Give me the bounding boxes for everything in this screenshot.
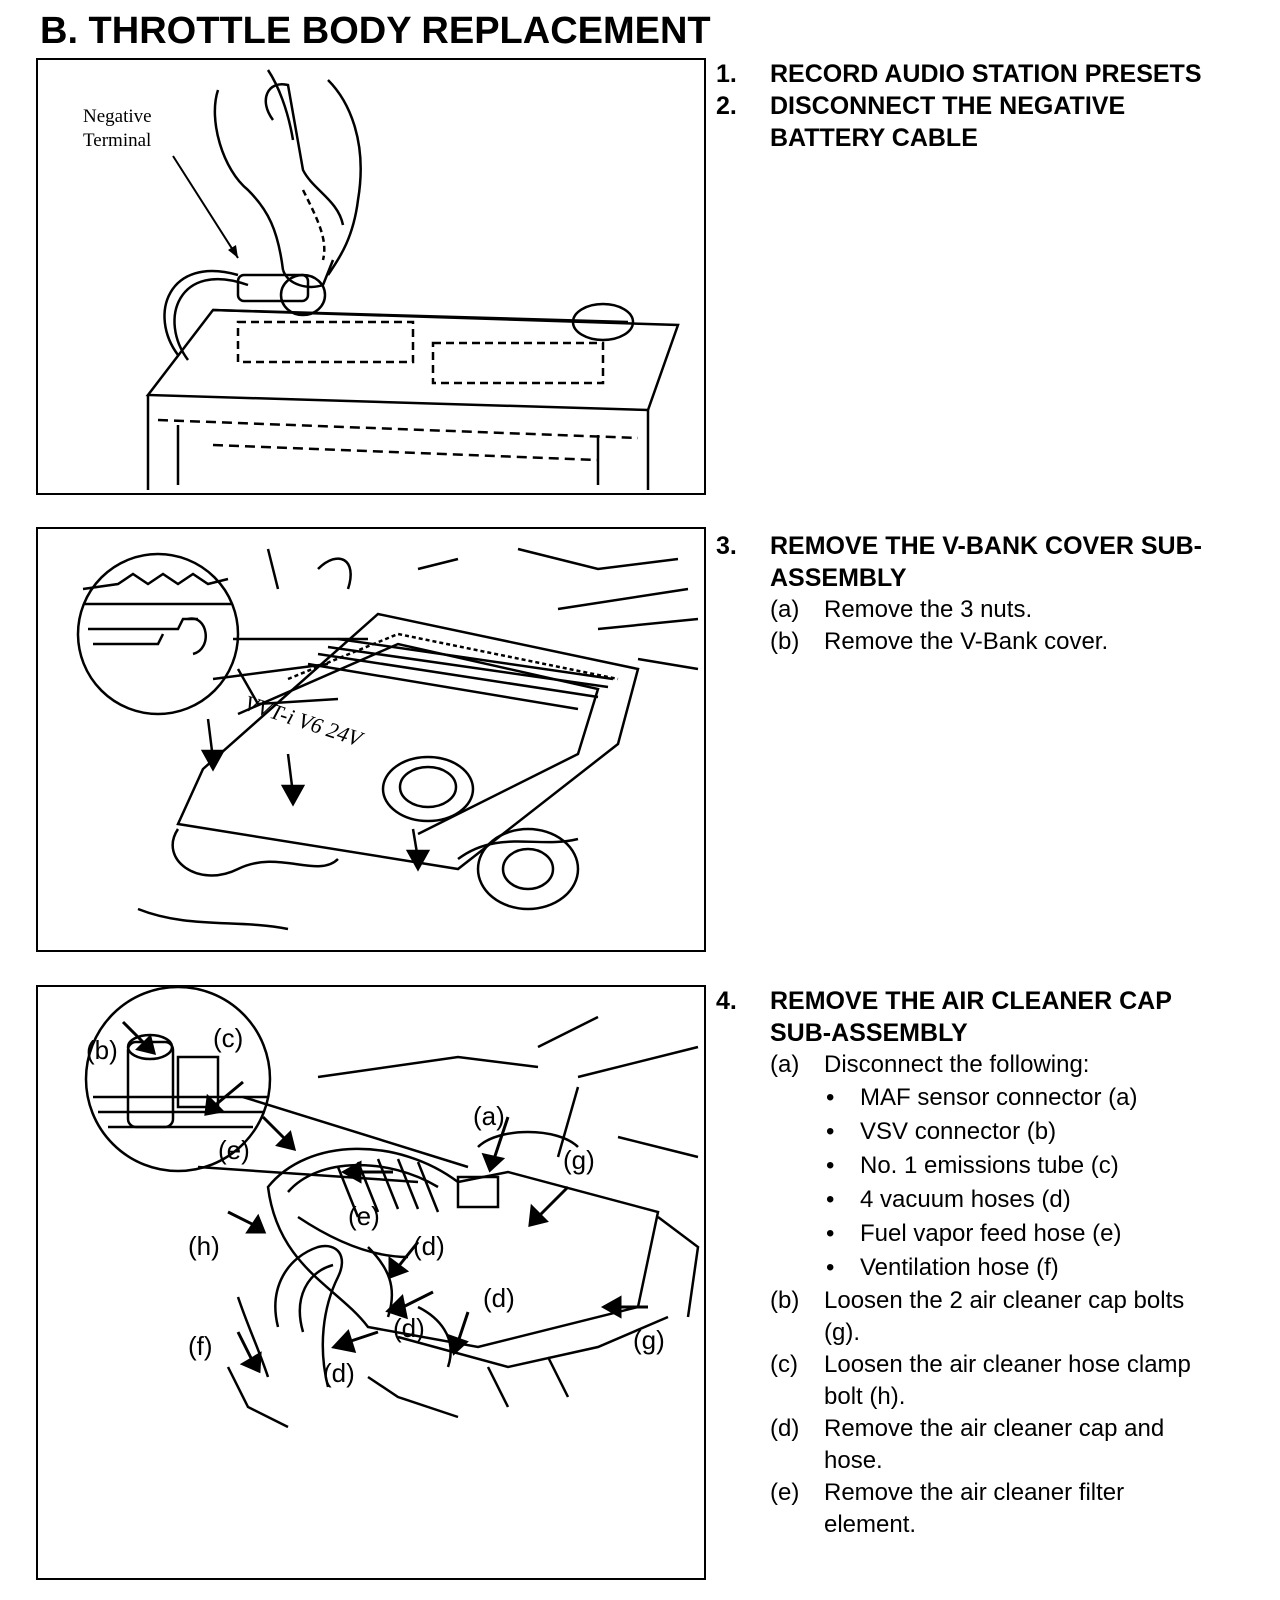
- list-item: • No. 1 emissions tube (c): [824, 1149, 1272, 1183]
- callout-e-center: (e): [348, 1201, 380, 1231]
- callout-d-lower: (d): [323, 1358, 355, 1388]
- step-3: 3. REMOVE THE V-BANK COVER SUB- ASSEMBLY: [716, 530, 1272, 594]
- list-item: • 4 vacuum hoses (d): [824, 1183, 1272, 1217]
- callout-d-middle: (d): [393, 1313, 425, 1343]
- step-4-title-line2: SUB-ASSEMBLY: [770, 1019, 968, 1047]
- step-2-title-line1: DISCONNECT THE NEGATIVE: [770, 92, 1126, 120]
- callout-g-right: (g): [633, 1325, 665, 1355]
- step-1-number: 1.: [716, 60, 737, 88]
- step-4-sub-a: (a) Disconnect the following:: [770, 1049, 1272, 1081]
- bullet-glyph: •: [826, 1220, 835, 1247]
- step-1-title: RECORD AUDIO STATION PRESETS: [770, 60, 1202, 88]
- callout-a: (a): [473, 1101, 505, 1131]
- step-4-sub-b: (b) Loosen the 2 air cleaner cap bolts (…: [770, 1285, 1272, 1349]
- list-item-text: VSV connector (b): [860, 1118, 1057, 1145]
- v-bank-cover-illustration: VVT-i V6 24V: [76, 547, 699, 931]
- callout-d-upper: (d): [413, 1231, 445, 1261]
- sub-text-line2: hose.: [824, 1447, 883, 1474]
- callout-h: (h): [188, 1231, 220, 1261]
- callout-d-right: (d): [483, 1283, 515, 1313]
- step-3-number: 3.: [716, 532, 737, 560]
- sub-text-line2: element.: [824, 1511, 917, 1538]
- battery-figure: Negative Terminal: [36, 58, 706, 495]
- air-cleaner-illustration: (b) (c) (a) (g) (e) (e) (d) (h) (d) (d) …: [84, 987, 700, 1429]
- list-item-text: Fuel vapor feed hose (e): [860, 1220, 1122, 1247]
- air-cleaner-figure: (b) (c) (a) (g) (e) (e) (d) (h) (d) (d) …: [36, 985, 706, 1580]
- callout-g-top: (g): [563, 1145, 595, 1175]
- sub-letter: (e): [770, 1479, 800, 1506]
- sub-letter: (c): [770, 1351, 798, 1378]
- step-1: 1. RECORD AUDIO STATION PRESETS: [716, 58, 1272, 90]
- disconnect-list: • MAF sensor connector (a) • VSV connector…: [824, 1081, 1272, 1285]
- negative-terminal-label-line2: Terminal: [83, 130, 151, 151]
- bullet-glyph: •: [826, 1186, 835, 1213]
- v-bank-cover-text: VVT-i V6 24V: [241, 690, 367, 752]
- list-item: • VSV connector (b): [824, 1115, 1272, 1149]
- sub-text-line2: bolt (h).: [824, 1383, 906, 1410]
- page-title: B. THROTTLE BODY REPLACEMENT: [40, 10, 711, 52]
- sub-text: Remove the V-Bank cover.: [824, 628, 1109, 655]
- bullet-glyph: •: [826, 1118, 835, 1145]
- steps-v-bank: 3. REMOVE THE V-BANK COVER SUB- ASSEMBLY…: [716, 530, 1272, 658]
- sub-text: Disconnect the following:: [824, 1051, 1090, 1078]
- list-item: • Fuel vapor feed hose (e): [824, 1217, 1272, 1251]
- step-4-sub-c: (c) Loosen the air cleaner hose clamp bo…: [770, 1349, 1272, 1413]
- list-item-text: No. 1 emissions tube (c): [860, 1152, 1119, 1179]
- list-item: • MAF sensor connector (a): [824, 1081, 1272, 1115]
- list-item-text: 4 vacuum hoses (d): [860, 1186, 1071, 1213]
- step-4-number: 4.: [716, 987, 737, 1015]
- step-3-title-line2: ASSEMBLY: [770, 564, 907, 592]
- step-2-title-line2: BATTERY CABLE: [770, 124, 978, 152]
- list-item-text: Ventilation hose (f): [860, 1254, 1059, 1281]
- callout-c: (c): [213, 1023, 243, 1053]
- callout-b: (b): [86, 1035, 118, 1065]
- sub-text-line1: Remove the air cleaner cap and: [824, 1415, 1165, 1442]
- sub-text-line2: (g).: [824, 1319, 860, 1346]
- step-2: 2. DISCONNECT THE NEGATIVE BATTERY CABLE: [716, 90, 1272, 154]
- sub-text: Remove the 3 nuts.: [824, 596, 1033, 623]
- bullet-glyph: •: [826, 1152, 835, 1179]
- sub-text-line1: Loosen the 2 air cleaner cap bolts: [824, 1287, 1185, 1314]
- step-4-sub-e: (e) Remove the air cleaner filter elemen…: [770, 1477, 1272, 1541]
- v-bank-cover-figure: VVT-i V6 24V: [36, 527, 706, 952]
- sub-letter: (a): [770, 596, 800, 623]
- bullet-glyph: •: [826, 1084, 835, 1111]
- step-3-sub-a: (a) Remove the 3 nuts.: [770, 594, 1272, 626]
- step-3-title-line1: REMOVE THE V-BANK COVER SUB-: [770, 532, 1202, 560]
- step-4-title-line1: REMOVE THE AIR CLEANER CAP: [770, 987, 1172, 1015]
- step-2-number: 2.: [716, 92, 737, 120]
- sub-text-line1: Remove the air cleaner filter: [824, 1479, 1125, 1506]
- step-4-sub-d: (d) Remove the air cleaner cap and hose.: [770, 1413, 1272, 1477]
- sub-letter: (d): [770, 1415, 800, 1442]
- sub-letter: (b): [770, 1287, 800, 1314]
- steps-battery: 1. RECORD AUDIO STATION PRESETS 2. DISCO…: [716, 58, 1272, 154]
- callout-f: (f): [188, 1331, 213, 1361]
- list-item: • Ventilation hose (f): [824, 1251, 1272, 1285]
- callout-e-left: (e): [218, 1135, 250, 1165]
- sub-letter: (b): [770, 628, 800, 655]
- bullet-glyph: •: [826, 1254, 835, 1281]
- steps-air-cleaner: 4. REMOVE THE AIR CLEANER CAP SUB-ASSEMB…: [716, 985, 1272, 1541]
- step-3-sub-b: (b) Remove the V-Bank cover.: [770, 626, 1272, 658]
- battery-illustration: Negative Terminal: [83, 69, 680, 490]
- negative-terminal-label-line1: Negative: [83, 106, 152, 127]
- sub-text-line1: Loosen the air cleaner hose clamp: [824, 1351, 1191, 1378]
- list-item-text: MAF sensor connector (a): [860, 1084, 1138, 1111]
- sub-letter: (a): [770, 1051, 800, 1078]
- step-4: 4. REMOVE THE AIR CLEANER CAP SUB-ASSEMB…: [716, 985, 1272, 1049]
